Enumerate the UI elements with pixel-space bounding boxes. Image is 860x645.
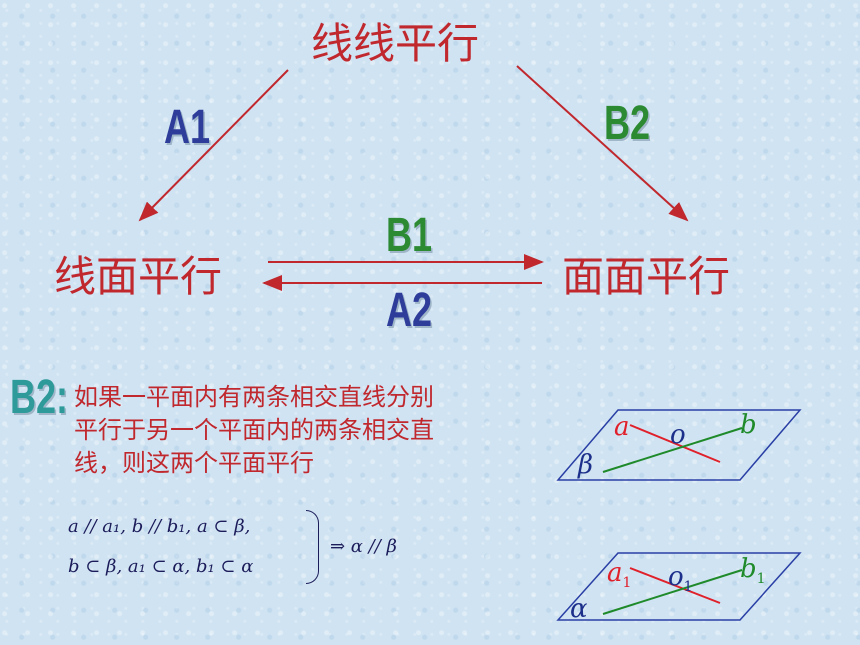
math-line-2: b ⊂ β, a₁ ⊂ α, b₁ ⊂ α: [68, 556, 254, 577]
diagram-label-b1: b1: [740, 554, 766, 588]
math-line-1: a // a₁, b // b₁, a ⊂ β,: [68, 516, 251, 537]
diagram-label-o: o: [670, 420, 686, 450]
label-b2: B2: [604, 97, 651, 150]
node-plane-plane-parallel: 面面平行: [562, 252, 731, 301]
brace: [306, 510, 319, 584]
node-line-plane-parallel: 线面平行: [54, 252, 223, 301]
diagram-label-alpha: α: [570, 594, 588, 624]
diagram-label-a1: a1: [607, 558, 632, 592]
diagram-label-o1: o1: [668, 562, 693, 596]
label-a1: A1: [164, 101, 211, 154]
arrow-b2: [516, 65, 689, 222]
arrow-a1: [138, 69, 289, 222]
diagram-label-a: a: [614, 412, 630, 442]
node-line-line-parallel: 线线平行: [311, 19, 480, 68]
diagram-plane-beta: [556, 409, 802, 481]
label-a2: A2: [386, 284, 433, 337]
diagram-label-beta: β: [578, 450, 594, 480]
math-conclusion: ⇒ α // β: [330, 536, 397, 557]
diagram-plane-alpha: [556, 552, 802, 621]
diagram-label-b: b: [740, 410, 757, 440]
theorem-tag: B2:: [10, 371, 69, 424]
theorem-text: 如果一平面内有两条相交直线分别平行于另一个平面内的两条相交直线，则这两个平面平行: [74, 383, 434, 477]
label-b1: B1: [386, 209, 433, 262]
